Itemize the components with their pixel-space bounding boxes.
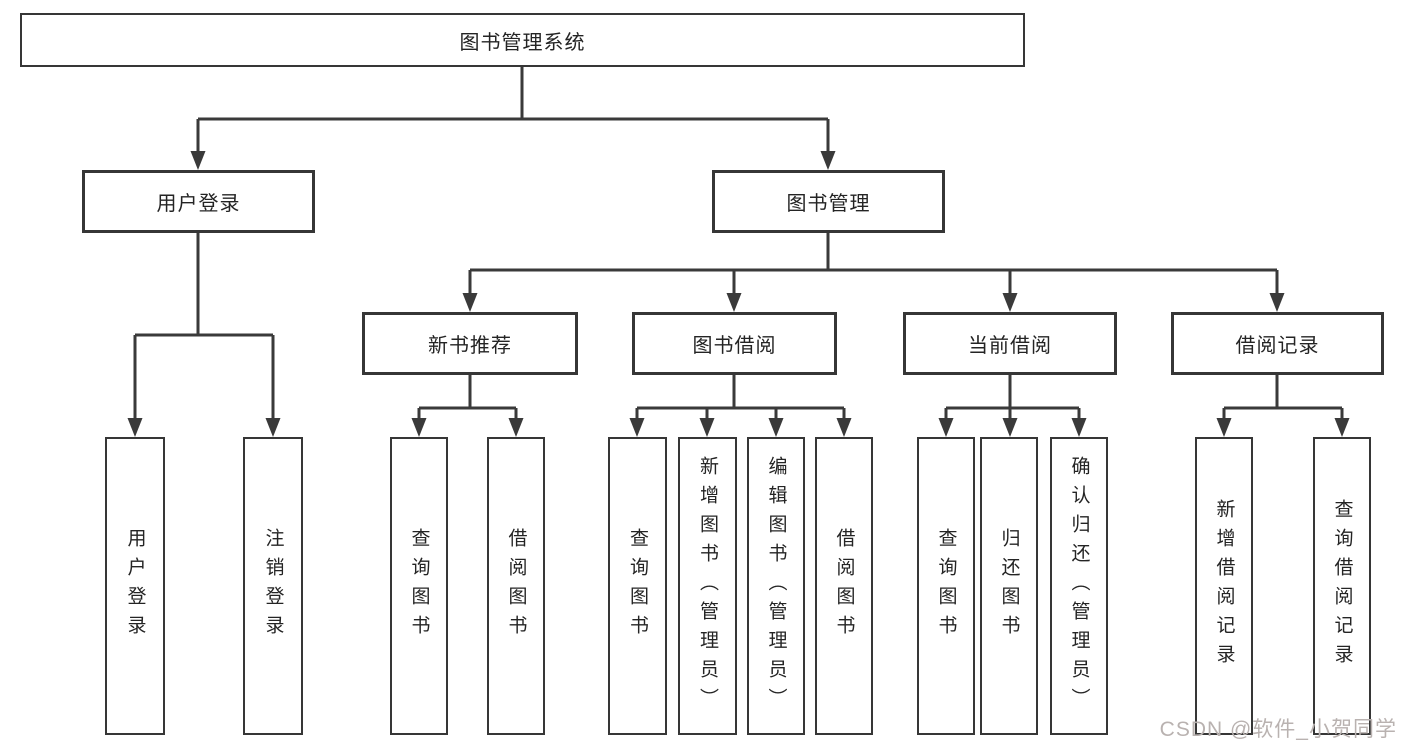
node-library-management-system: 图书管理系统	[20, 13, 1025, 67]
leaf-borrow-books-recommend: 借阅图书	[487, 437, 545, 735]
watermark: CSDN @软件_小贺同学	[1159, 718, 1397, 741]
node-label: 当前借阅	[968, 335, 1052, 357]
node-label: 新书推荐	[428, 335, 512, 357]
leaf-confirm-return-admin: 确认归还（管理员）	[1050, 437, 1108, 735]
node-label: 图书借阅	[692, 335, 777, 357]
leaf-return-book: 归还图书	[980, 437, 1038, 735]
leaf-label: 新增借阅记录	[1213, 499, 1235, 673]
leaf-label: 查询图书	[627, 528, 648, 644]
leaf-label: 用户登录	[124, 528, 146, 644]
leaf-query-books-recommend: 查询图书	[390, 437, 448, 735]
leaf-label: 借阅图书	[505, 528, 527, 644]
node-book-management: 图书管理	[712, 170, 945, 233]
node-current-borrowing: 当前借阅	[903, 312, 1117, 375]
leaf-add-book-admin: 新增图书（管理员）	[678, 437, 737, 735]
leaf-query-borrow-record: 查询借阅记录	[1313, 437, 1371, 735]
node-label: 借阅记录	[1235, 335, 1320, 357]
leaf-query-books-current: 查询图书	[917, 437, 975, 735]
leaf-label: 确认归还（管理员）	[1068, 455, 1090, 717]
leaf-user-login: 用户登录	[105, 437, 165, 735]
leaf-add-borrow-record: 新增借阅记录	[1195, 437, 1253, 735]
leaf-edit-book-admin: 编辑图书（管理员）	[747, 437, 805, 735]
node-user-login: 用户登录	[82, 170, 315, 233]
leaf-label: 查询图书	[935, 528, 957, 644]
leaf-label: 新增图书（管理员）	[697, 455, 718, 717]
leaf-label: 注销登录	[262, 528, 284, 644]
leaf-label: 借阅图书	[833, 528, 855, 644]
node-borrowing-records: 借阅记录	[1171, 312, 1384, 375]
leaf-logout: 注销登录	[243, 437, 303, 735]
node-new-book-recommendation: 新书推荐	[362, 312, 578, 375]
leaf-label: 归还图书	[998, 528, 1020, 644]
node-label: 图书管理	[786, 193, 871, 215]
leaf-query-books-borrow: 查询图书	[608, 437, 667, 735]
node-book-borrowing: 图书借阅	[632, 312, 837, 375]
leaf-label: 查询借阅记录	[1331, 499, 1353, 673]
leaf-label: 查询图书	[408, 528, 430, 644]
leaf-label: 编辑图书（管理员）	[765, 455, 787, 717]
node-label: 图书管理系统	[459, 31, 586, 54]
node-label: 用户登录	[156, 193, 241, 215]
leaf-borrow-books: 借阅图书	[815, 437, 873, 735]
